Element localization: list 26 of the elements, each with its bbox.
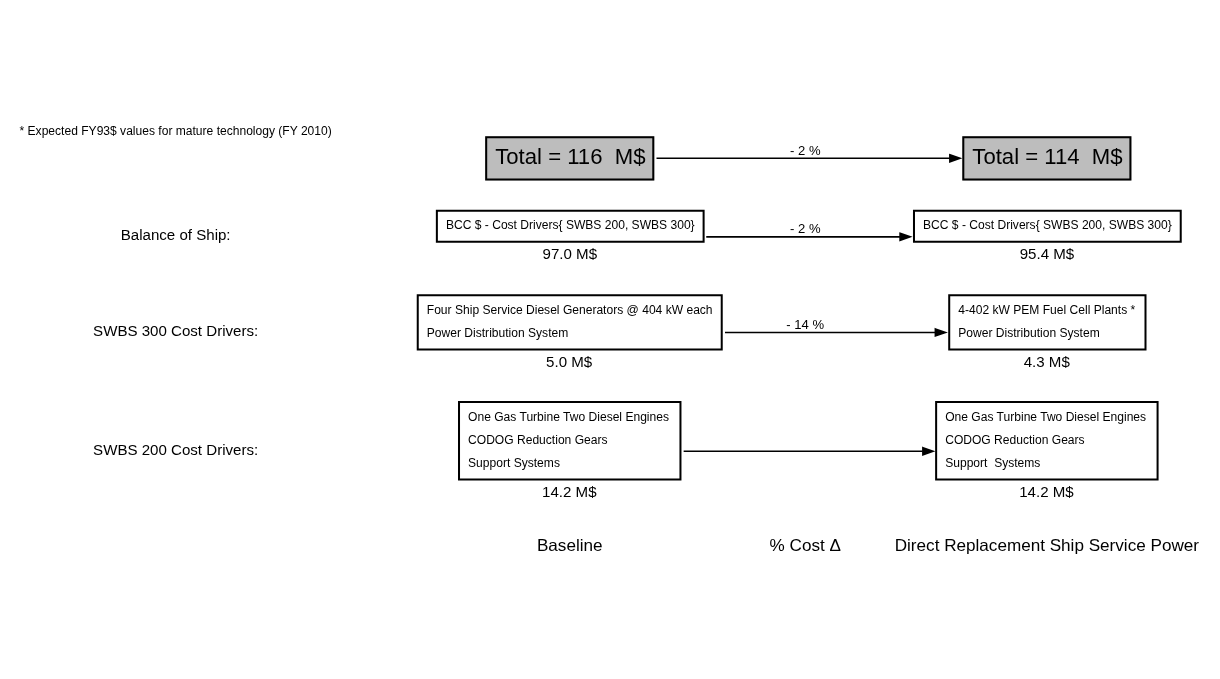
label: SWBS 300 Cost Drivers: — [93, 321, 259, 339]
edge-label: - 14 % — [786, 316, 825, 332]
edge-label: - 2 % — [790, 142, 821, 158]
node-box: BCC $ - Cost Drivers{ SWBS 200, SWBS 300} — [913, 209, 1182, 243]
node-box: BCC $ - Cost Drivers{ SWBS 200, SWBS 300} — [435, 209, 705, 243]
label: SWBS 200 Cost Drivers: — [93, 440, 259, 458]
label: * Expected FY93$ values for mature technology (FY 2010) — [19, 124, 332, 139]
node-box: Four Ship Service Diesel Generators @ 404 kW each Power Distribution System — [416, 294, 723, 351]
node-label: 97.0 M$ — [542, 244, 598, 262]
node-box: One Gas Turbine Two Diesel Engines CODOG Reduction Gears Support Systems — [458, 400, 682, 481]
arrow — [655, 153, 963, 163]
edge-label: - 2 % — [790, 221, 821, 237]
arrow — [705, 232, 913, 242]
label: Direct Replacement Ship Service Power — [894, 535, 1199, 555]
label: Baseline — [536, 535, 603, 555]
node-box: One Gas Turbine Two Diesel Engines CODOG Reduction Gears Support Systems — [935, 400, 1159, 481]
node-label: 95.4 M$ — [1019, 244, 1075, 262]
label: Balance of Ship: — [120, 226, 231, 244]
node-box: 4-402 kW PEM Fuel Cell Plants * Power Distribution System — [948, 294, 1147, 351]
arrow — [682, 446, 936, 456]
arrow — [724, 327, 948, 338]
node-label: 14.2 M$ — [1019, 482, 1074, 500]
label: % Cost Δ — [769, 535, 841, 555]
node-label: 5.0 M$ — [546, 352, 593, 370]
node-label: 4.3 M$ — [1023, 352, 1070, 370]
node-label: 14.2 M$ — [542, 482, 597, 500]
